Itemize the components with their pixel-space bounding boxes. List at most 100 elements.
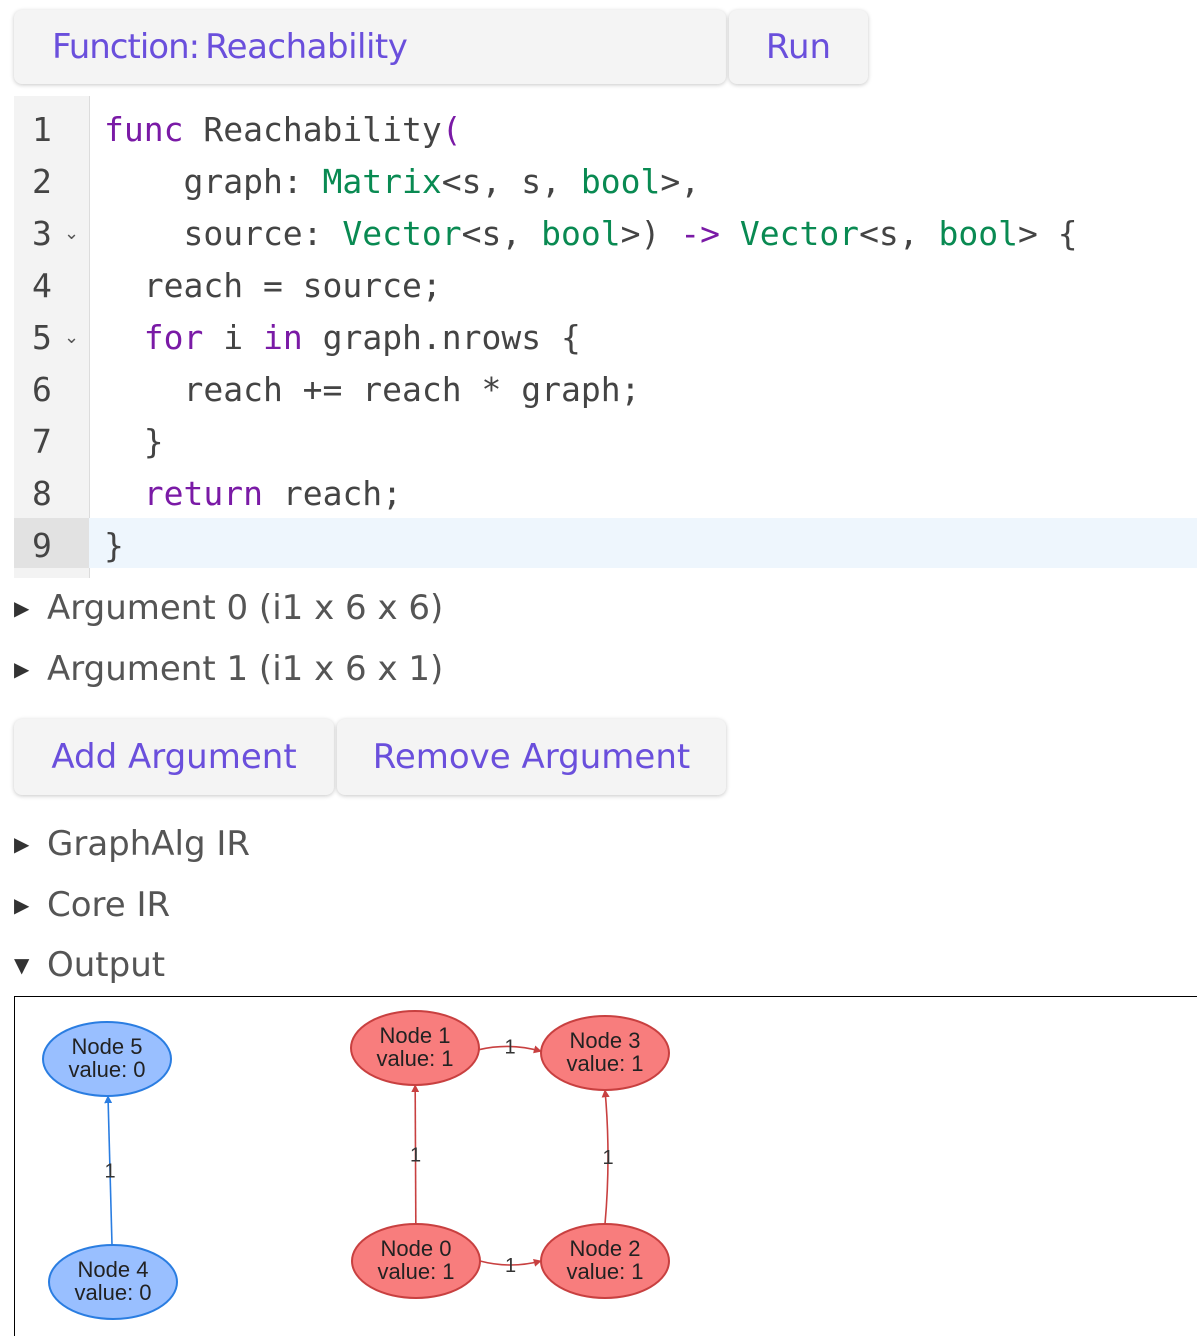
triangle-down-icon: ▼	[14, 953, 30, 977]
code-token: source:	[104, 214, 343, 253]
node-value: value: 1	[377, 1259, 454, 1284]
node-value: value: 0	[68, 1057, 145, 1082]
core-ir-label: Core IR	[47, 885, 171, 925]
code-line: graph: Matrix<s, s, bool>,	[104, 156, 700, 208]
code-token: (	[441, 110, 462, 149]
code-token: i	[203, 318, 263, 357]
line-number: 4	[32, 266, 52, 305]
triangle-right-icon: ▶	[14, 596, 30, 620]
graph-edge	[479, 1258, 542, 1267]
remove-argument-button[interactable]: Remove Argument	[337, 719, 726, 795]
code-token: bool	[938, 214, 1019, 253]
code-token: bool	[541, 214, 621, 253]
edge-label: 1	[602, 1147, 613, 1169]
line-number: 1	[32, 110, 52, 149]
line-number: 7	[32, 422, 52, 461]
code-token: >)	[620, 214, 681, 253]
code-token: reach;	[262, 474, 403, 513]
node-name: Node 3	[570, 1028, 641, 1053]
code-token: }	[104, 526, 124, 565]
function-name-field[interactable]: Function: Reachability	[14, 10, 726, 84]
triangle-right-icon: ▶	[14, 832, 30, 856]
node-ellipse	[350, 1010, 480, 1086]
code-line: reach += reach * graph;	[104, 364, 640, 416]
code-token: > {	[1018, 214, 1078, 253]
edge-label: 1	[410, 1145, 421, 1167]
line-number: 9	[32, 526, 52, 565]
graph-edge	[478, 1045, 542, 1054]
argument-0-toggle[interactable]: ▶ Argument 0 (i1 x 6 x 6)	[14, 588, 443, 628]
node-name: Node 2	[570, 1236, 641, 1261]
line-number: 5	[32, 318, 52, 357]
add-argument-button[interactable]: Add Argument	[14, 719, 334, 795]
code-line: func Reachability(	[104, 104, 462, 156]
code-editor[interactable]: 1 2 3 4 5 6 7 8 9 ⌄ ⌄ func Reachability( graph: …	[14, 96, 1197, 578]
edge-label: 1	[504, 1037, 515, 1059]
code-token: reach += reach * graph;	[104, 370, 641, 409]
active-line-gutter	[14, 518, 89, 568]
line-number: 3	[32, 214, 52, 253]
argument-1-toggle[interactable]: ▶ Argument 1 (i1 x 6 x 1)	[14, 649, 443, 689]
code-token: graph:	[104, 162, 323, 201]
code-token: Matrix	[322, 162, 442, 201]
line-number: 6	[32, 370, 52, 409]
graph-edge	[411, 1084, 420, 1225]
code-token: <s,	[859, 214, 939, 253]
code-token: reach = source;	[104, 266, 442, 305]
active-line-highlight	[14, 518, 1197, 568]
code-token: <s, s,	[441, 162, 581, 201]
code-token: for	[143, 318, 204, 357]
line-number-gutter	[14, 96, 90, 578]
node-name: Node 1	[380, 1023, 451, 1048]
code-token: Reachability	[183, 110, 442, 149]
node-name: Node 5	[72, 1034, 143, 1059]
code-token: in	[262, 318, 303, 357]
function-label: Function:	[52, 27, 200, 67]
code-token: Vector	[739, 214, 860, 253]
code-token	[104, 318, 144, 357]
code-token: }	[104, 422, 164, 461]
node-ellipse	[42, 1021, 172, 1097]
code-token: ->	[680, 214, 720, 253]
edge-label: 1	[104, 1161, 115, 1183]
edge-label: 1	[505, 1255, 516, 1277]
node-ellipse	[48, 1244, 178, 1320]
code-line: return reach;	[104, 468, 402, 520]
graph-edge	[601, 1089, 610, 1225]
node-ellipse	[351, 1223, 481, 1299]
line-number: 2	[32, 162, 52, 201]
triangle-right-icon: ▶	[14, 657, 30, 681]
code-line: reach = source;	[104, 260, 442, 312]
graphalg-ir-toggle[interactable]: ▶ GraphAlg IR	[14, 824, 250, 864]
code-line: source: Vector<s, bool>) -> Vector<s, bo…	[104, 208, 1078, 260]
graph-edge	[104, 1095, 113, 1246]
node-value: value: 1	[376, 1046, 453, 1071]
code-token	[104, 474, 144, 513]
node-name: Node 0	[381, 1236, 452, 1261]
output-toggle[interactable]: ▼ Output	[14, 945, 165, 985]
code-token: return	[143, 474, 263, 513]
core-ir-toggle[interactable]: ▶ Core IR	[14, 885, 170, 925]
code-token: graph.nrows {	[302, 318, 581, 357]
line-number: 8	[32, 474, 52, 513]
code-line: for i in graph.nrows {	[104, 312, 581, 364]
node-value: value: 1	[566, 1051, 643, 1076]
code-token: >,	[660, 162, 701, 201]
code-token: func	[104, 110, 184, 149]
node-value: value: 1	[566, 1259, 643, 1284]
node-ellipse	[540, 1223, 670, 1299]
code-line: }	[104, 416, 164, 468]
code-token	[720, 214, 740, 253]
code-token: bool	[580, 162, 661, 201]
run-button[interactable]: Run	[729, 10, 868, 84]
fold-chevron-icon[interactable]: ⌄	[64, 327, 80, 348]
fold-chevron-icon[interactable]: ⌄	[64, 223, 80, 244]
